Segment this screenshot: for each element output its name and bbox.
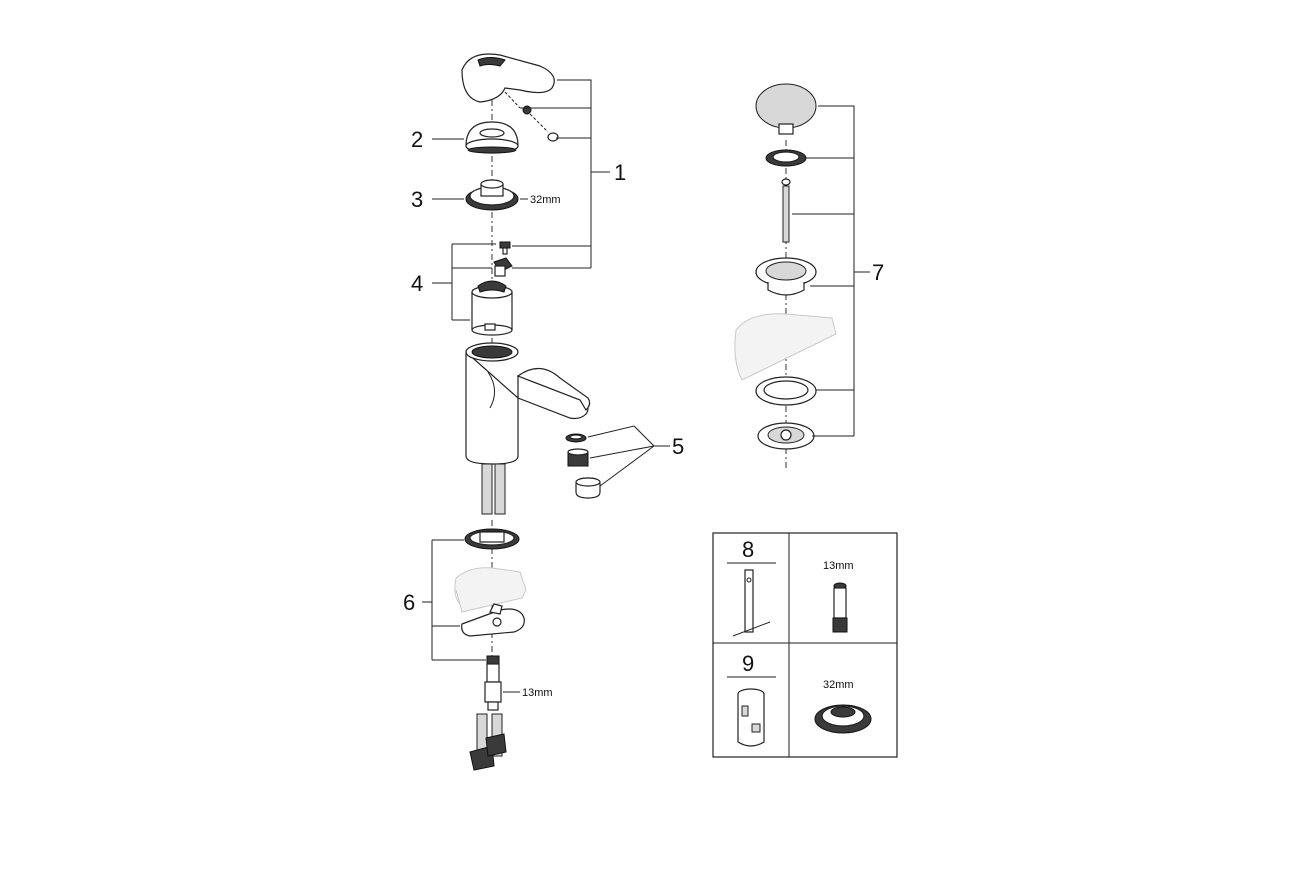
click-clack-plug — [755, 83, 817, 135]
callout-5: 5 — [672, 434, 684, 459]
callout-3: 3 — [411, 187, 423, 212]
leader-1 — [512, 79, 610, 269]
tool-8-socket — [832, 582, 848, 633]
callout-1: 1 — [614, 160, 626, 185]
waste-locknut — [757, 422, 815, 450]
tools-table: 8 13mm 9 32mm — [712, 532, 898, 758]
cartridge-clip — [493, 257, 513, 277]
mounting-gasket — [464, 528, 520, 550]
tool-8-dimension: 13mm — [823, 560, 854, 572]
tool-9-ring-spanner — [814, 704, 872, 734]
callout-6: 6 — [403, 590, 415, 615]
braided-hoses — [469, 463, 507, 771]
leader-7 — [792, 105, 870, 437]
cartridge — [471, 280, 513, 336]
aerator-housing — [575, 477, 601, 499]
cap-plug — [547, 132, 559, 142]
callout-4: 4 — [411, 271, 423, 296]
cartridge-screw — [499, 241, 511, 255]
tool-9-cartridge-key — [737, 688, 765, 747]
basin-section-left — [454, 567, 527, 613]
leader-4 — [432, 243, 496, 321]
plug-seal-ring — [765, 149, 807, 167]
waste-flange — [755, 257, 817, 296]
callout-8: 8 — [742, 537, 754, 562]
callout-2: 2 — [411, 127, 423, 152]
callout-7: 7 — [872, 260, 884, 285]
leader-5 — [587, 425, 670, 487]
mounting-bracket — [461, 603, 525, 637]
waste-exploded-view: 7 — [734, 83, 884, 470]
lever-handle — [461, 53, 555, 109]
waste-rod — [781, 178, 791, 243]
set-screw — [522, 105, 549, 133]
leader-6 — [422, 539, 486, 661]
basin-section-right — [734, 313, 837, 381]
callout-9: 9 — [742, 651, 754, 676]
dome-cover — [465, 121, 519, 154]
aerator-insert — [567, 448, 589, 467]
aerator-washer — [565, 433, 587, 443]
waste-gasket — [755, 376, 817, 406]
dimension-13mm-hose: 13mm — [522, 687, 553, 699]
threaded-stud — [484, 655, 502, 711]
tool-8-hex-key — [732, 569, 771, 637]
faucet-body — [465, 342, 591, 465]
nut-32mm — [465, 179, 519, 211]
dimension-32mm-nut: 32mm — [530, 194, 561, 206]
tool-9-dimension: 32mm — [823, 679, 854, 691]
faucet-exploded-view: 1 2 3 32mm 4 5 6 13mm — [403, 53, 684, 771]
